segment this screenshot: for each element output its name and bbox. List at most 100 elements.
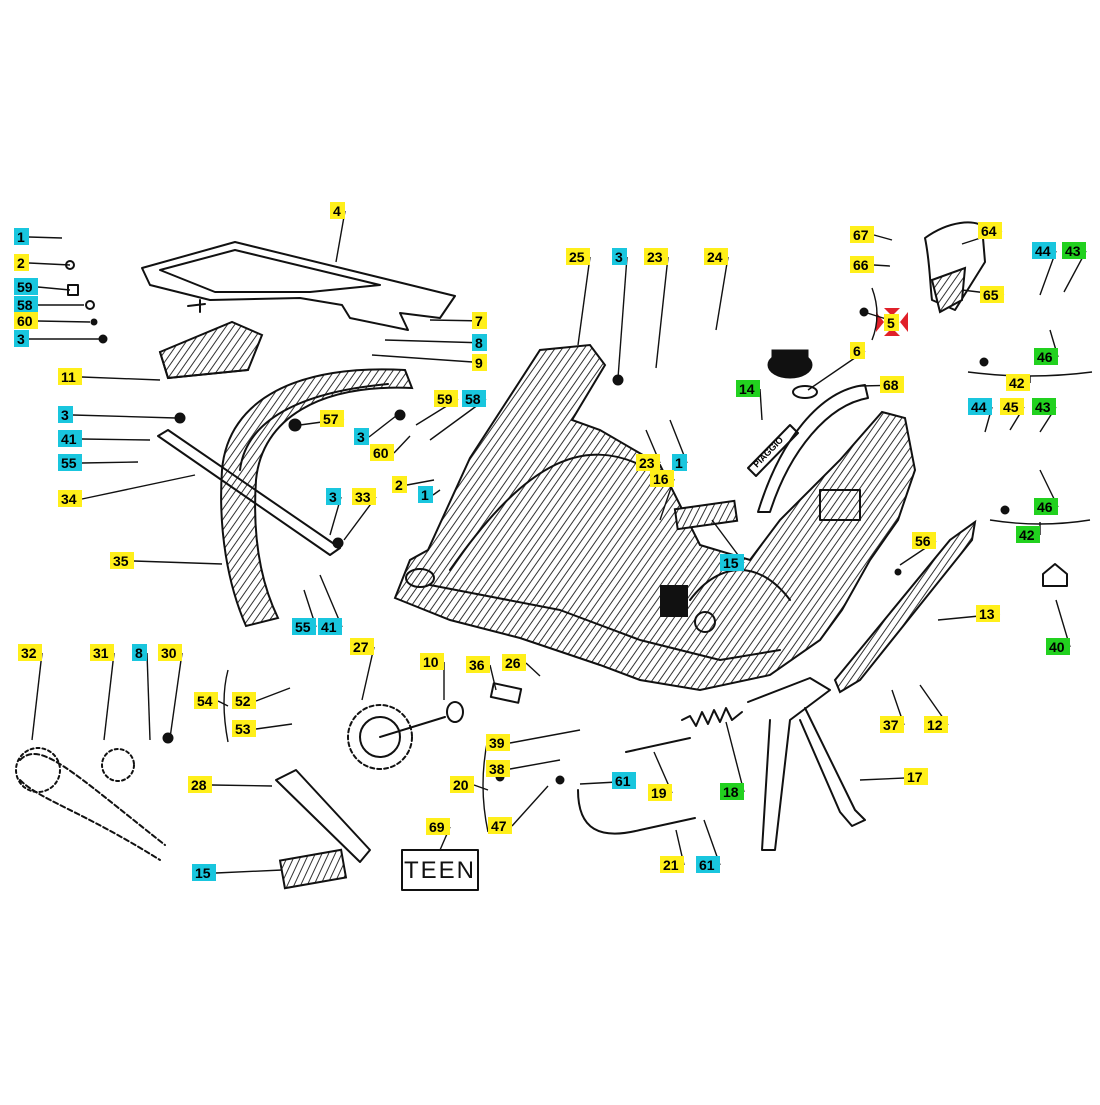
leader-line-60 <box>37 320 91 323</box>
part-number-58: 58 <box>17 297 33 313</box>
part-number-36: 36 <box>469 657 485 673</box>
leader-line-8 <box>146 652 151 741</box>
piaggio-decal: PIAGGIO <box>747 424 799 477</box>
part-number-3: 3 <box>615 249 623 265</box>
part-number-61: 61 <box>699 857 715 873</box>
part-number-67: 67 <box>853 227 869 243</box>
label-highlight-16 <box>650 470 674 487</box>
leader-line-23 <box>655 256 669 369</box>
label-highlight-17 <box>904 768 928 785</box>
scooter-frame <box>393 343 917 692</box>
label-highlight-67 <box>850 226 874 243</box>
part-number-12: 12 <box>927 717 943 733</box>
label-highlight-42 <box>1016 526 1040 543</box>
label-highlight-5 <box>884 314 899 331</box>
part-number-15: 15 <box>723 555 739 571</box>
leader-line-3 <box>368 415 397 438</box>
label-highlight-60 <box>14 312 38 329</box>
part-number-61: 61 <box>615 773 631 789</box>
label-highlight-43 <box>1062 242 1086 259</box>
part-number-1: 1 <box>17 229 25 245</box>
label-highlight-8 <box>472 334 487 351</box>
part-number-3: 3 <box>61 407 69 423</box>
leader-line-4 <box>335 210 346 263</box>
part-number-35: 35 <box>113 553 129 569</box>
label-highlight-57 <box>320 410 344 427</box>
label-highlight-52 <box>232 692 256 709</box>
leader-line-11 <box>81 376 161 381</box>
spacer-36 <box>489 682 523 704</box>
label-highlight-28 <box>188 776 212 793</box>
label-highlight-13 <box>976 605 1000 622</box>
leader-line-2 <box>406 479 435 486</box>
part-number-27: 27 <box>353 639 369 655</box>
leader-line-1 <box>28 236 63 239</box>
leader-line-32 <box>31 652 43 741</box>
label-highlight-15 <box>720 554 744 571</box>
label-highlight-3 <box>612 248 627 265</box>
fuel-cap <box>767 349 818 399</box>
label-highlight-35 <box>110 552 134 569</box>
leader-line-60 <box>393 435 411 454</box>
part-number-59: 59 <box>437 391 453 407</box>
part-number-44: 44 <box>1035 243 1051 259</box>
label-highlight-58 <box>14 296 38 313</box>
part-number-42: 42 <box>1019 527 1035 543</box>
leader-line-38 <box>509 759 561 770</box>
label-highlight-59 <box>434 390 458 407</box>
part-number-65: 65 <box>983 287 999 303</box>
label-highlight-3 <box>326 488 341 505</box>
part-number-60: 60 <box>17 313 33 329</box>
leader-line-8 <box>384 339 488 344</box>
part-number-5: 5 <box>887 315 895 331</box>
part-number-4: 4 <box>333 203 341 219</box>
label-highlight-61 <box>696 856 720 873</box>
label-highlight-44 <box>968 398 992 415</box>
pedal-left <box>278 848 348 890</box>
floor-strip <box>757 384 869 513</box>
label-highlight-45 <box>1000 398 1024 415</box>
legshield-trim <box>833 519 977 694</box>
label-highlight-58 <box>462 390 486 407</box>
part-number-25: 25 <box>569 249 585 265</box>
label-highlight-27 <box>350 638 374 655</box>
leader-line-35 <box>133 560 223 565</box>
part-number-34: 34 <box>61 491 77 507</box>
label-highlight-3 <box>58 406 73 423</box>
part-number-26: 26 <box>505 655 521 671</box>
label-highlight-1 <box>14 228 29 245</box>
label-highlight-42 <box>1006 374 1030 391</box>
leader-line-20 <box>473 784 489 791</box>
label-highlight-39 <box>486 734 510 751</box>
label-highlight-36 <box>466 656 490 673</box>
label-highlight-12 <box>924 716 948 733</box>
part-number-2: 2 <box>395 477 403 493</box>
part-number-16: 16 <box>653 471 669 487</box>
part-number-57: 57 <box>323 411 339 427</box>
part-number-30: 30 <box>161 645 177 661</box>
part-number-53: 53 <box>235 721 251 737</box>
part-number-46: 46 <box>1037 499 1053 515</box>
label-highlight-21 <box>660 856 684 873</box>
leader-line-67 <box>873 234 893 241</box>
label-highlight-19 <box>648 784 672 801</box>
leader-line-25 <box>577 256 591 346</box>
part-number-60: 60 <box>373 445 389 461</box>
part-number-64: 64 <box>981 223 997 239</box>
part-number-46: 46 <box>1037 349 1053 365</box>
leader-line-24 <box>715 256 729 331</box>
part-number-66: 66 <box>853 257 869 273</box>
part-number-41: 41 <box>61 431 77 447</box>
leader-line-2 <box>28 262 71 266</box>
label-highlight-14 <box>736 380 760 397</box>
part-number-17: 17 <box>907 769 923 785</box>
label-highlight-55 <box>292 618 316 635</box>
label-highlight-6 <box>850 342 865 359</box>
part-number-19: 19 <box>651 785 667 801</box>
pedal-crank <box>275 769 371 863</box>
part-number-3: 3 <box>17 331 25 347</box>
pedal-right <box>673 499 739 531</box>
drive-chain <box>15 747 166 861</box>
label-highlight-65 <box>980 286 1004 303</box>
